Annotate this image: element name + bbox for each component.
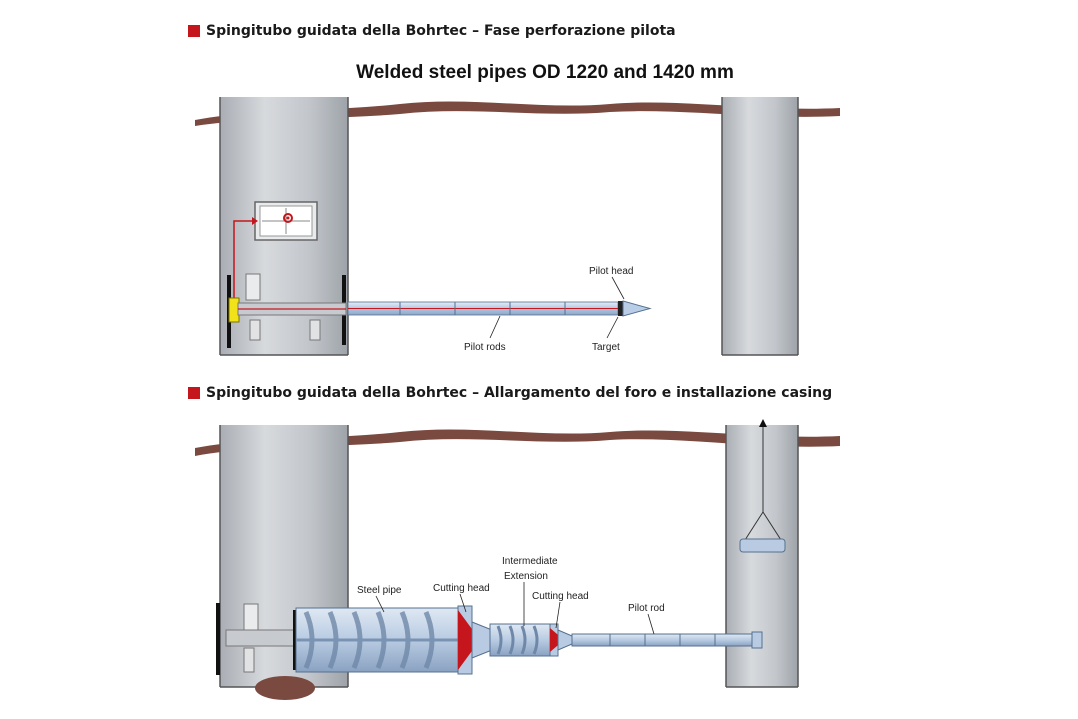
red-square-icon bbox=[188, 25, 200, 37]
intermediate-extension bbox=[489, 623, 551, 657]
label-intermediate: Intermediate bbox=[502, 556, 558, 567]
heading-text: Spingitubo guidata della Bohrtec – Fase … bbox=[206, 23, 676, 39]
signal-line bbox=[233, 220, 252, 300]
red-square-icon bbox=[188, 387, 200, 399]
soil-surface bbox=[195, 101, 840, 126]
label-cutting-head-1: Cutting head bbox=[433, 583, 490, 594]
launch-shaft bbox=[220, 425, 348, 687]
label-pilot-head: Pilot head bbox=[589, 266, 633, 277]
jacking-rig bbox=[227, 273, 347, 348]
section-heading-reaming: Spingitubo guidata della Bohrtec – Allar… bbox=[188, 385, 860, 401]
heading-text: Spingitubo guidata della Bohrtec – Allar… bbox=[206, 385, 833, 401]
crane-hoist bbox=[739, 419, 786, 553]
label-extension: Extension bbox=[504, 571, 548, 582]
soil-surface bbox=[195, 429, 840, 456]
label-cutting-head-2: Cutting head bbox=[532, 591, 589, 602]
receiving-shaft bbox=[722, 97, 798, 355]
diagram-title: Welded steel pipes OD 1220 and 1420 mm bbox=[356, 62, 734, 83]
label-pilot-rods: Pilot rods bbox=[464, 342, 506, 353]
pilot-drilling-diagram: Pilot head Pilot rods Target bbox=[195, 97, 840, 356]
pilot-head bbox=[622, 300, 652, 317]
receiving-shaft bbox=[726, 425, 798, 687]
steel-pipe bbox=[295, 607, 459, 673]
jacking-rig bbox=[216, 603, 329, 675]
label-target: Target bbox=[592, 342, 620, 353]
monitor-screen bbox=[254, 201, 318, 241]
cutting-head-1 bbox=[457, 605, 493, 675]
pilot-rod bbox=[571, 631, 763, 649]
label-steel-pipe: Steel pipe bbox=[357, 585, 402, 596]
section-heading-pilot: Spingitubo guidata della Bohrtec – Fase … bbox=[188, 23, 676, 39]
pilot-rod-string bbox=[347, 300, 652, 317]
cutting-head-2 bbox=[549, 623, 573, 657]
label-pilot-rod: Pilot rod bbox=[628, 603, 665, 614]
